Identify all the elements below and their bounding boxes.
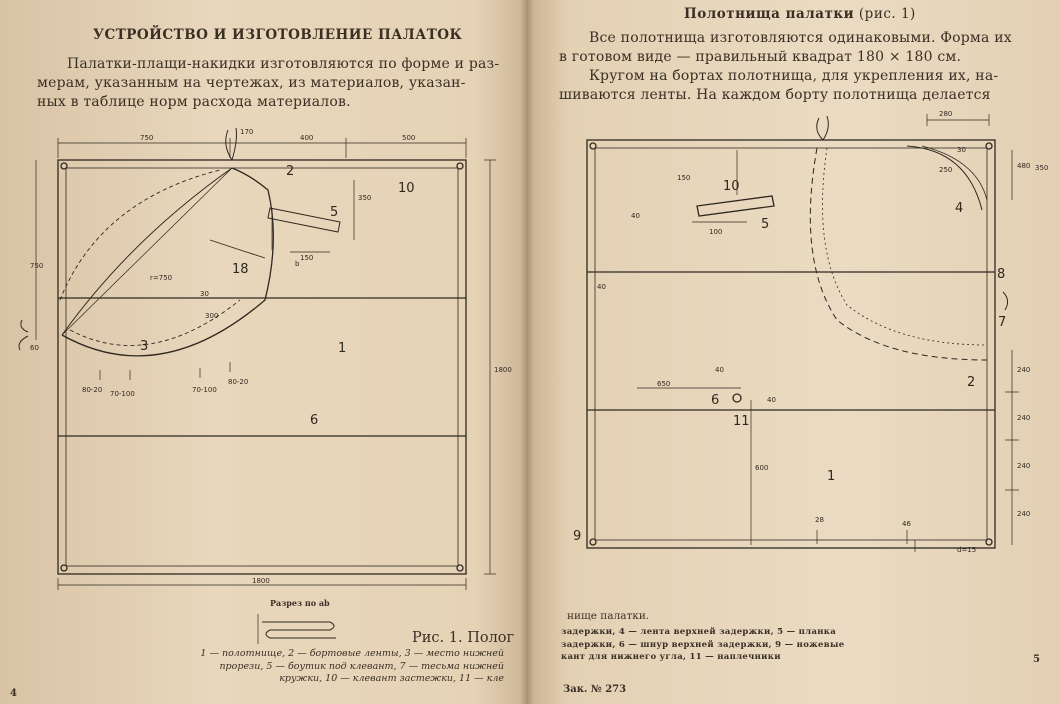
dim-label: 40 (715, 366, 724, 374)
tent-cape-drawing: 750 400 500 1800 1800 750 r=750 170 350 … (18, 127, 512, 644)
dim-label: 240 (1017, 462, 1030, 470)
caption-line: задержки, 4 — лента верхней задержки, 5 … (561, 627, 837, 637)
dim-label: 280 (939, 110, 952, 118)
print-mark: Зак. № 273 (563, 684, 627, 695)
part-label: 2 (286, 164, 294, 179)
text-line: в готовом виде — правильный квадрат 180 … (559, 49, 962, 65)
intro-line: Палатки-плащи-накидки изготовляются по ф… (67, 56, 500, 72)
dim-label: 750 (30, 262, 43, 270)
dim-label: 40 (597, 283, 606, 291)
part-label: 5 (761, 217, 769, 232)
part-label: 10 (723, 179, 740, 194)
caption-line: кант для нижнего угла, 11 — наплечники (561, 652, 781, 662)
dim-label: b (295, 260, 300, 268)
dim-label: 1800 (494, 366, 512, 374)
dim-label: 150 (300, 254, 313, 262)
figure-caption: 1 — полотнище, 2 — бортовые ленты, 3 — м… (200, 648, 504, 686)
part-label: 6 (310, 413, 318, 428)
dim-label: 170 (240, 128, 253, 136)
text-line: Кругом на бортах полотнища, для укреплен… (589, 68, 999, 84)
dim-label: 350 (1035, 164, 1048, 172)
caption-line: 1 — полотнище, 2 — бортовые ленты, 3 — м… (200, 648, 504, 659)
right-heading-ref: (рис. 1) (854, 6, 916, 22)
dim-label: 60 (30, 344, 39, 352)
dim-label: 80-20 (82, 386, 102, 394)
caption-line: прорези, 5 — боутик под клевант, 7 — тес… (219, 660, 504, 672)
dim-label: 500 (402, 134, 415, 142)
intro-line: ных в таблице норм расхода материалов. (37, 94, 351, 110)
figure-title: Рис. 1. Полог (412, 630, 515, 646)
part-label: 1 (338, 341, 346, 356)
text-line: Все полотнища изготовляются одинаковыми.… (589, 30, 1012, 46)
caption-line: кружки, 10 — клевант застежки, 11 — кле (279, 673, 504, 684)
right-heading: Полотнища палатки (рис. 1) (684, 6, 916, 22)
dim-label: d=15 (957, 546, 976, 554)
page-number: 4 (10, 688, 17, 699)
part-label: 3 (140, 339, 148, 354)
part-label: 6 (711, 393, 719, 408)
intro-paragraph: Палатки-плащи-накидки изготовляются по ф… (37, 55, 499, 112)
dim-label: 80-20 (228, 378, 248, 386)
left-heading: УСТРОЙСТВО И ИЗГОТОВЛЕНИЕ ПАЛАТОК (93, 27, 463, 43)
left-page: УСТРОЙСТВО И ИЗГОТОВЛЕНИЕ ПАЛАТОК Палатк… (0, 0, 527, 704)
dim-label: 400 (300, 134, 313, 142)
dim-label: 240 (1017, 366, 1030, 374)
part-label: 1 (827, 469, 835, 484)
dim-label: 240 (1017, 510, 1030, 518)
dim-label: 40 (631, 212, 640, 220)
dim-label: 650 (657, 380, 670, 388)
dim-label: 40 (767, 396, 776, 404)
dim-label: 28 (815, 516, 824, 524)
dim-label: 150 (677, 174, 690, 182)
intro-line: мерам, указанным на чертежах, из материа… (37, 75, 466, 91)
panel-inner-border (594, 147, 988, 541)
inner-border (65, 167, 459, 567)
dim-label: 1800 (252, 577, 270, 585)
dim-label: 30 (200, 290, 209, 298)
text-line: шиваются ленты. На каждом борту полотнищ… (559, 87, 991, 103)
part-label: 11 (733, 414, 750, 429)
dim-label: 750 (140, 134, 153, 142)
dim-label: 70-100 (110, 390, 135, 398)
dim-label: r=750 (150, 274, 172, 282)
dim-label: 350 (358, 194, 371, 202)
right-heading-title: Полотнища палатки (684, 6, 855, 22)
part-label: 18 (232, 262, 249, 277)
caption-line: задержки, 6 — шнур верхней задержки, 9 —… (561, 639, 845, 650)
dim-label: 70-100 (192, 386, 217, 394)
dim-label: 300 (205, 312, 218, 320)
dim-label: 100 (709, 228, 722, 236)
page-number: 5 (1033, 654, 1040, 665)
book-gutter (520, 0, 534, 704)
section-label: Разрез по аb (270, 598, 330, 608)
part-label: 10 (398, 181, 415, 196)
part-label: 7 (998, 315, 1006, 330)
right-page: Полотнища палатки (рис. 1) Все полотнища… (527, 0, 1060, 704)
dim-label: 46 (902, 520, 911, 528)
part-label: 4 (955, 201, 963, 216)
part-label: 5 (330, 205, 338, 220)
dim-label: 250 (939, 166, 952, 174)
dim-label: 480 (1017, 162, 1030, 170)
caption-head: нище палатки. (567, 610, 650, 622)
right-paragraph: Все полотнища изготовляются одинаковыми.… (559, 29, 1012, 105)
part-label: 9 (573, 529, 581, 544)
dim-label: 240 (1017, 414, 1030, 422)
tent-panel-drawing: 280 250 30 40 150 100 40 650 40 600 28 4… (573, 110, 1048, 554)
right-caption: задержки, 4 — лента верхней задержки, 5 … (561, 626, 845, 664)
outer-border (57, 159, 467, 575)
dim-label: 30 (957, 146, 966, 154)
dim-label: 600 (755, 464, 768, 472)
part-label: 2 (967, 375, 975, 390)
panel-outer-border (586, 139, 996, 549)
part-label: 8 (997, 267, 1005, 282)
